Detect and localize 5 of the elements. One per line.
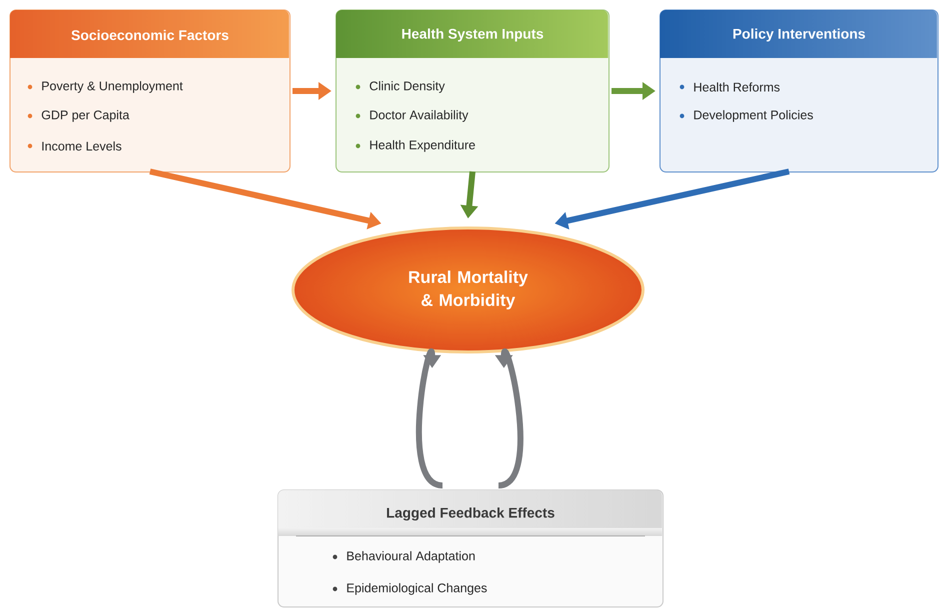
- category-box: Lagged Feedback Effects Behavioural Adaptation Epidemiological Changes: [278, 490, 664, 608]
- arrow: [416, 350, 444, 488]
- category-box: Policy Interventions Health Reforms Development Policies: [660, 10, 939, 172]
- category-box: Socioeconomic Factors Poverty & Unemployment GDP per Capita Income Levels: [10, 10, 290, 172]
- category-box: Health System Inputs Clinic Density Doctor Availability Health Expenditure: [336, 10, 610, 172]
